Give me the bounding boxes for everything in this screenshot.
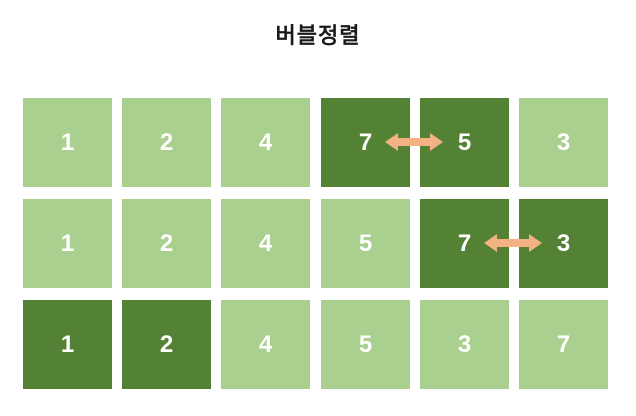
array-row-1: 1 2 4 7 5 3 xyxy=(23,98,608,187)
array-cell: 1 xyxy=(23,199,112,288)
array-cell: 3 xyxy=(420,300,509,389)
array-cell-highlighted: 1 xyxy=(23,300,112,389)
double-headed-arrow-icon xyxy=(484,234,542,252)
array-cell: 4 xyxy=(221,199,310,288)
array-cell: 4 xyxy=(221,300,310,389)
array-row-3: 1 2 4 5 3 7 xyxy=(23,300,608,389)
array-cell: 2 xyxy=(122,98,211,187)
diagram-title: 버블정렬 xyxy=(275,24,361,49)
array-cell: 1 xyxy=(23,98,112,187)
double-headed-arrow-icon xyxy=(385,133,443,151)
array-cell: 4 xyxy=(221,98,310,187)
array-cell: 2 xyxy=(122,199,211,288)
array-cell: 3 xyxy=(519,98,608,187)
array-cell: 5 xyxy=(321,199,410,288)
array-cell: 7 xyxy=(519,300,608,389)
array-cell-highlighted: 2 xyxy=(122,300,211,389)
array-cell: 5 xyxy=(321,300,410,389)
